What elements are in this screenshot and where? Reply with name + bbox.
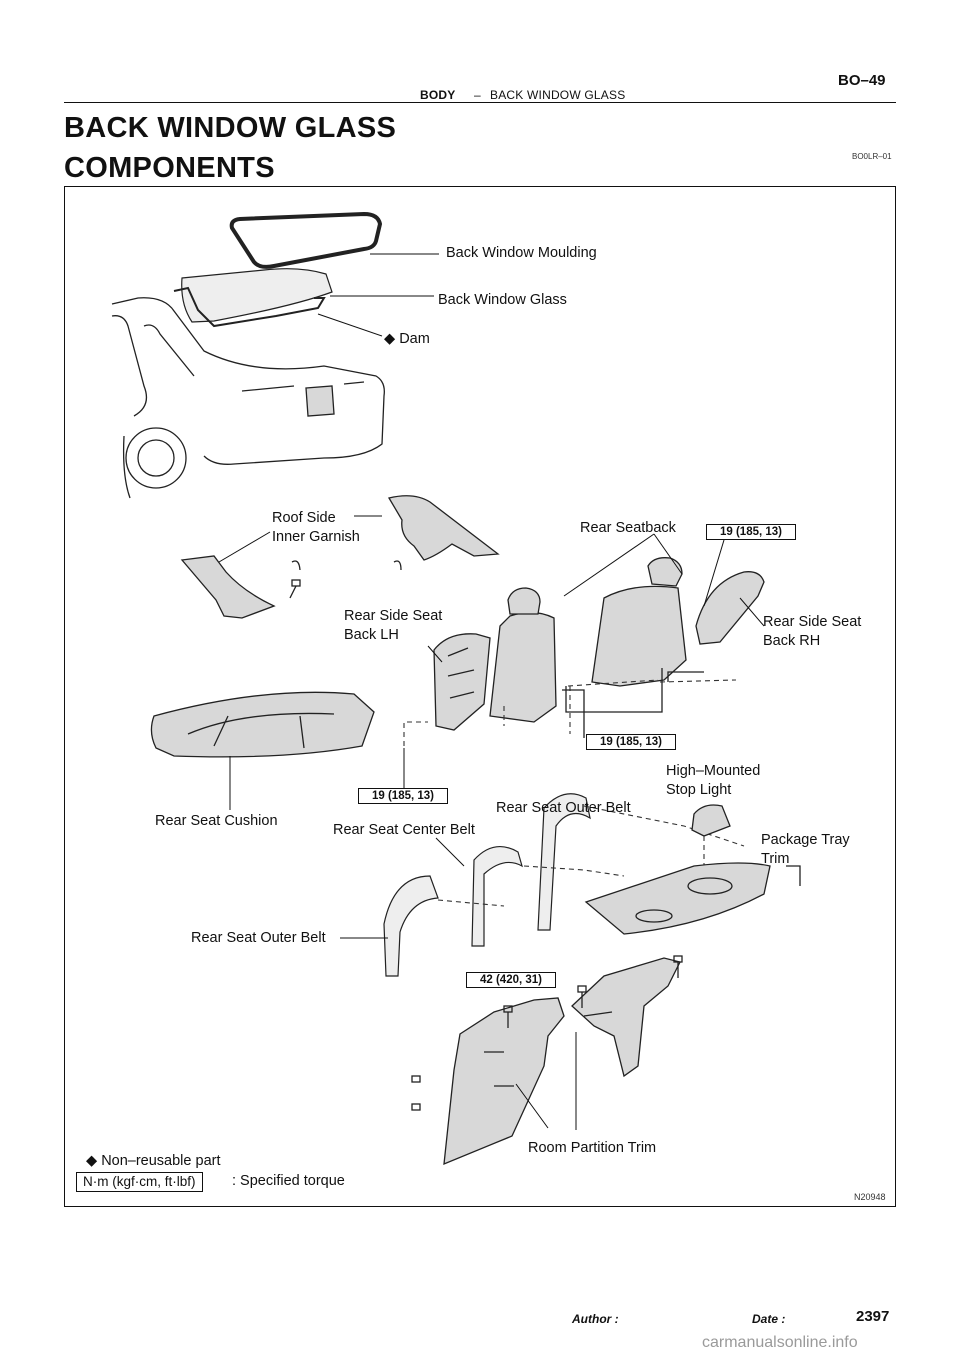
- label-rear-seat-cushion: Rear Seat Cushion: [155, 813, 278, 829]
- footer-date-label: Date :: [752, 1312, 786, 1326]
- label-rear-seat-outer-belt-lower: Rear Seat Outer Belt: [191, 930, 326, 946]
- torque-box-left: 19 (185, 13): [358, 788, 448, 804]
- page-title: BACK WINDOW GLASS: [64, 112, 397, 144]
- header-rule: [64, 102, 896, 103]
- screw-6: [411, 1103, 421, 1111]
- legend-specified-torque: : Specified torque: [232, 1173, 345, 1189]
- figure-id: N20948: [854, 1192, 886, 1202]
- rear-seat-center-belt: [471, 845, 523, 947]
- torque-box-upper-right: 19 (185, 13): [706, 524, 796, 540]
- roof-side-inner-garnish-left: [180, 555, 276, 619]
- label-rear-side-seat-back-lh: Rear Side Seat Back LH: [344, 608, 443, 643]
- roof-side-inner-garnish-right: [387, 495, 500, 561]
- headrest-left: [507, 587, 541, 615]
- screw-2: [503, 1005, 513, 1028]
- screw-5: [411, 1075, 421, 1083]
- label-high-mounted-stop-light: High–Mounted Stop Light: [666, 763, 761, 798]
- dam-shape: [173, 286, 326, 328]
- section-title: COMPONENTS: [64, 152, 275, 184]
- rear-seat-cushion: [150, 691, 375, 758]
- footer-author-label: Author :: [572, 1312, 619, 1326]
- rear-seat-outer-belt-right: [537, 793, 591, 931]
- legend-non-reusable: ◆ Non–reusable part: [86, 1153, 221, 1169]
- header-separator: –: [474, 88, 481, 102]
- label-roof-side-inner-garnish: Roof Side Inner Garnish: [272, 510, 360, 545]
- header-subsection: BACK WINDOW GLASS: [490, 88, 626, 102]
- screw-4: [673, 955, 683, 978]
- footer-page-number: 2397: [856, 1308, 890, 1325]
- room-partition-trim-right: [571, 957, 681, 1078]
- back-window-glass-shape: [181, 268, 333, 323]
- diagram-code: BO0LR–01: [852, 152, 892, 161]
- license-plate: [305, 385, 335, 417]
- rear-seat-outer-belt-left: [383, 875, 439, 977]
- high-mounted-stop-light: [691, 804, 731, 837]
- label-back-window-glass: Back Window Glass: [438, 292, 567, 308]
- components-illustration: [111, 211, 801, 1166]
- room-partition-trim-left: [443, 997, 565, 1166]
- label-package-tray-trim: Package Tray Trim: [761, 832, 850, 867]
- torque-box-belt: 42 (420, 31): [466, 972, 556, 988]
- non-reusable-icon: ◆: [384, 331, 396, 347]
- header-section: BODY: [420, 88, 456, 102]
- label-rear-side-seat-back-rh: Rear Side Seat Back RH: [763, 614, 862, 649]
- rear-seatback-right: [591, 585, 687, 687]
- label-room-partition-trim: Room Partition Trim: [528, 1140, 657, 1156]
- screw-1: [289, 579, 301, 599]
- rear-side-seat-back-rh: [695, 571, 765, 645]
- headrest-right: [647, 557, 683, 587]
- rear-side-seat-back-lh: [433, 633, 491, 731]
- rear-wheel: [125, 427, 187, 489]
- non-reusable-icon: ◆: [86, 1153, 98, 1169]
- diagram-frame: [64, 186, 896, 1207]
- torque-box-center: 19 (185, 13): [586, 734, 676, 750]
- label-rear-seat-center-belt: Rear Seat Center Belt: [333, 822, 475, 838]
- watermark: carmanualsonline.info: [702, 1334, 858, 1351]
- label-rear-seatback: Rear Seatback: [580, 520, 676, 536]
- legend-torque-unit: N·m (kgf·cm, ft·lbf): [76, 1172, 203, 1192]
- package-tray-trim: [584, 862, 771, 935]
- screw-3: [577, 985, 587, 1008]
- label-back-window-moulding: Back Window Moulding: [446, 245, 597, 261]
- page-code: BO–49: [838, 72, 886, 89]
- car-body-outline: [111, 297, 385, 465]
- label-rear-seat-outer-belt-upper: Rear Seat Outer Belt: [496, 800, 631, 816]
- back-window-moulding-shape: [229, 211, 383, 269]
- rear-seatback-center: [489, 611, 557, 723]
- label-dam: ◆ Dam: [384, 331, 430, 347]
